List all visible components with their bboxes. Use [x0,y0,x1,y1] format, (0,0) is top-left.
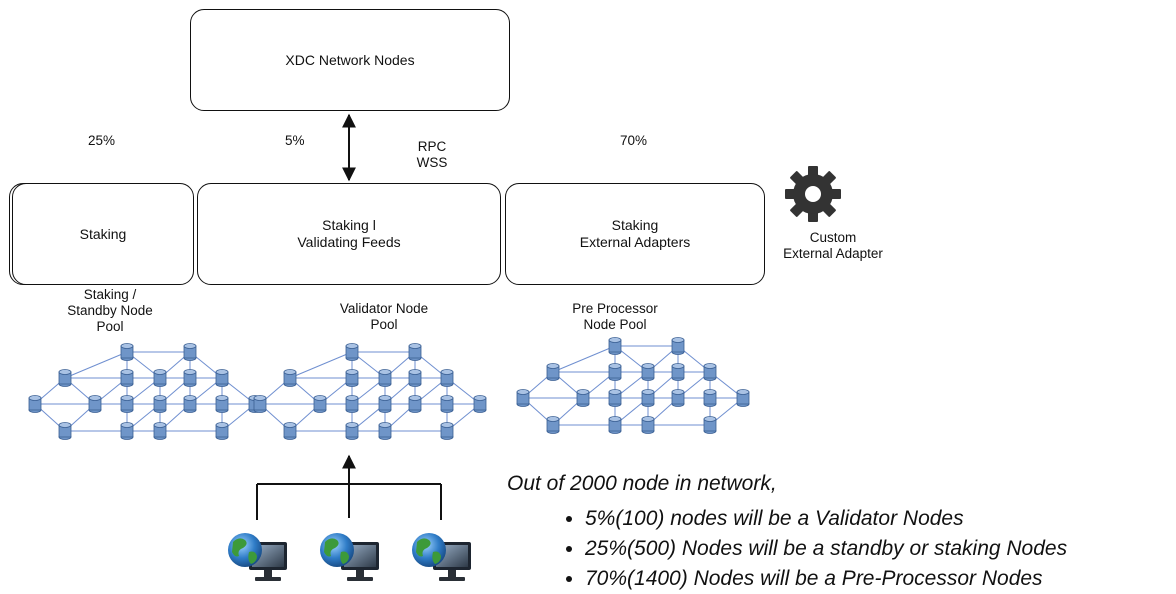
database-node-icon [183,343,197,361]
staking-pool-label: Staking / Standby Node Pool [67,287,153,334]
database-node-icon [58,369,72,387]
database-node-icon [440,369,454,387]
database-node-icon [608,389,622,407]
database-node-icon [253,395,267,413]
database-node-icon [153,369,167,387]
database-node-icon [408,369,422,387]
database-node-icon [608,337,622,355]
database-node-icon [703,416,717,434]
database-node-icon [313,395,327,413]
summary-block: Out of 2000 node in network, 5%(100) nod… [507,470,1067,594]
preprocessor-node-pool [516,337,750,434]
staking-box: Staking [12,183,194,285]
validating-feeds-box: Staking l Validating Feeds [197,183,501,285]
database-node-icon [703,363,717,381]
database-node-icon [641,363,655,381]
database-node-icon [120,422,134,440]
database-node-icon [58,422,72,440]
globe-computer-icon [320,533,379,581]
database-node-icon [641,389,655,407]
database-node-icon [215,369,229,387]
validating-percentage: 5% [285,133,305,148]
database-node-icon [183,369,197,387]
xdc-network-nodes-box: XDC Network Nodes [190,9,510,111]
database-node-icon [215,395,229,413]
database-node-icon [608,416,622,434]
database-node-icon [408,395,422,413]
external-adapters-box: Staking External Adapters [505,183,765,285]
database-node-icon [546,416,560,434]
validator-pool-label: Validator Node Pool [339,301,429,332]
database-node-icon [440,395,454,413]
database-node-icon [345,343,359,361]
external-adapters-box-label: Staking External Adapters [579,217,691,250]
database-node-icon [120,343,134,361]
database-node-icon [283,369,297,387]
summary-list: 5%(100) nodes will be a Validator Nodes … [567,504,1067,594]
database-node-icon [345,395,359,413]
preprocessor-pool-label: Pre Processor Node Pool [572,301,658,332]
staking-percentage: 25% [88,133,116,148]
database-node-icon [576,389,590,407]
validating-feeds-box-label: Staking l Validating Feeds [297,217,401,250]
globe-computer-icon [412,533,471,581]
staking-box-label: Staking [79,225,127,242]
database-node-icon [345,422,359,440]
summary-item-validator: 5%(100) nodes will be a Validator Nodes [585,504,1067,534]
database-node-icon [408,343,422,361]
database-node-icon [516,389,530,407]
database-node-icon [546,363,560,381]
database-node-icon [440,422,454,440]
database-node-icon [120,369,134,387]
database-node-icon [671,363,685,381]
validator-node-pool [253,343,487,440]
database-node-icon [641,416,655,434]
globe-computer-icon [228,533,287,581]
summary-heading: Out of 2000 node in network, [507,472,777,495]
database-node-icon [736,389,750,407]
database-node-icon [153,395,167,413]
database-node-icon [671,389,685,407]
summary-item-preprocessor: 70%(1400) Nodes will be a Pre-Processor … [585,564,1067,594]
database-node-icon [378,369,392,387]
rpc-wss-label: RPC WSS [416,139,448,170]
database-node-icon [215,422,229,440]
database-node-icon [153,422,167,440]
xdc-network-nodes-label: XDC Network Nodes [285,51,415,68]
database-node-icon [608,363,622,381]
database-node-icon [473,395,487,413]
database-node-icon [88,395,102,413]
database-node-icon [703,389,717,407]
database-node-icon [283,422,297,440]
client-connector [256,454,442,520]
database-node-icon [378,395,392,413]
database-node-icon [345,369,359,387]
staking-standby-node-pool [28,343,262,440]
database-node-icon [183,395,197,413]
external-percentage: 70% [620,133,648,148]
custom-adapter-label: Custom External Adapter [783,230,883,261]
database-node-icon [28,395,42,413]
database-node-icon [120,395,134,413]
database-node-icon [671,337,685,355]
database-node-icon [378,422,392,440]
summary-item-standby: 25%(500) Nodes will be a standby or stak… [585,534,1067,564]
gear-icon [785,166,841,222]
